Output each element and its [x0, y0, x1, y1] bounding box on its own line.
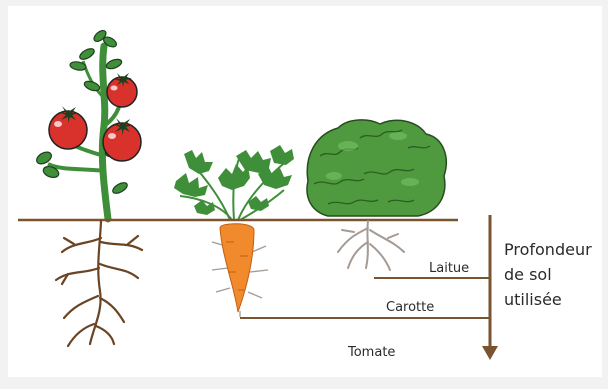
- depth-guides: [240, 278, 490, 318]
- carrot-root: [212, 224, 268, 317]
- diagram-drawing: [8, 6, 608, 389]
- tomato-roots: [56, 221, 142, 346]
- lettuce-roots: [338, 221, 404, 270]
- depth-arrow: [482, 215, 498, 360]
- depth-axis-label: Profondeur de sol utilisée: [504, 237, 592, 312]
- lettuce-plant: [307, 120, 446, 216]
- label-laitue: Laitue: [429, 262, 469, 275]
- plant-root-depth-diagram: Laitue Carotte Tomate Profondeur de sol …: [8, 6, 602, 377]
- depth-axis-label-line1: Profondeur: [504, 237, 592, 262]
- depth-axis-label-line2: de sol: [504, 262, 592, 287]
- depth-axis-label-line3: utilisée: [504, 287, 592, 312]
- label-carotte: Carotte: [386, 301, 434, 314]
- carrot-plant: [174, 145, 294, 220]
- tomato-plant: [35, 28, 141, 219]
- label-tomate: Tomate: [348, 346, 395, 359]
